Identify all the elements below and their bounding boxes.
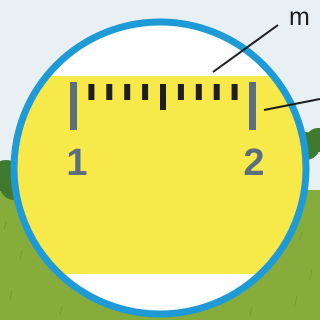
- callout-label: m: [289, 5, 310, 30]
- minor-tick: [124, 84, 130, 100]
- minor-tick: [178, 84, 184, 100]
- minor-tick: [214, 84, 220, 100]
- minor-tick: [142, 84, 148, 100]
- minor-tick: [106, 84, 112, 100]
- major-tick-1: [70, 82, 77, 130]
- minor-tick: [160, 84, 166, 110]
- major-tick-2: [249, 82, 256, 130]
- ruler-number-2: 2: [234, 144, 274, 182]
- ruler-number-1: 1: [57, 144, 97, 182]
- minor-tick: [88, 84, 94, 100]
- minor-tick: [232, 84, 238, 100]
- minor-tick: [196, 84, 202, 100]
